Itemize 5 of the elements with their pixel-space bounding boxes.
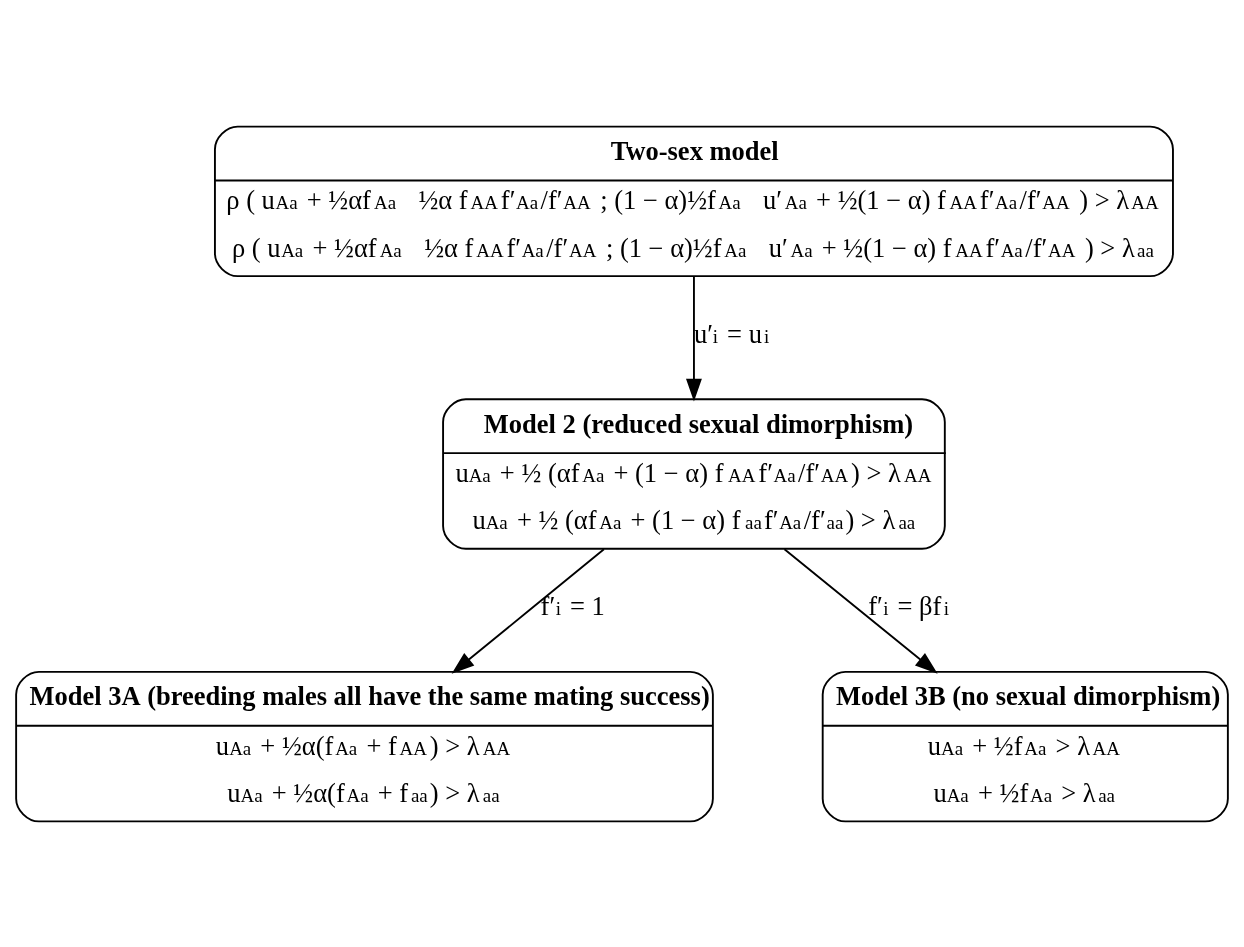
edge-label: f′i = 1 [540,590,605,621]
arrow [686,275,702,402]
arrow [451,547,605,674]
arrow [783,547,938,674]
edge-label: f′i = βfi [868,590,950,621]
